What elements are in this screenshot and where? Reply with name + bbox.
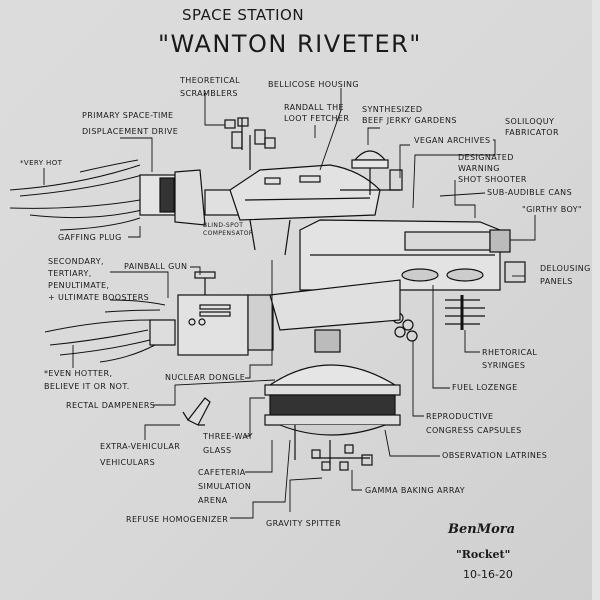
central-body <box>269 279 401 353</box>
label-vegan-archives: VEGAN ARCHIVES <box>414 136 491 145</box>
label-gaffing-plug: GAFFING PLUG <box>58 233 122 242</box>
label-observation: OBSERVATION LATRINES <box>442 451 548 460</box>
label-refuse: REFUSE HOMOGENIZER <box>126 515 229 524</box>
rhetorical-syringes <box>445 295 485 330</box>
label-bellicose-housing: BELLICOSE HOUSING <box>268 80 359 89</box>
diagram-title: "WANTON RIVETER" <box>158 30 422 58</box>
label-even-hotter: *EVEN HOTTER,BELIEVE IT OR NOT. <box>44 369 130 391</box>
theoretical-scramblers <box>224 117 276 150</box>
primary-drive <box>139 169 261 226</box>
label-girthy-boy: "GIRTHY BOY" <box>522 205 583 214</box>
label-boosters: SECONDARY,TERTIARY,PENULTIMATE,+ ULTIMAT… <box>48 257 150 302</box>
artwork-date: 10-16-20 <box>463 568 513 581</box>
label-gamma: GAMMA BAKING ARRAY <box>365 486 465 495</box>
leader-lines <box>43 88 536 519</box>
exhaust-very-hot <box>9 159 143 231</box>
beef-jerky-gardens <box>340 150 403 195</box>
booster-section <box>149 271 274 356</box>
girthy-boy-hull <box>299 219 526 291</box>
artwork-title: "Rocket" <box>456 548 511 561</box>
label-very-hot: *VERY HOT <box>20 159 63 167</box>
label-fuel-lozenge: FUEL LOZENGE <box>452 383 518 392</box>
diagram-subtitle: SPACE STATION <box>182 6 305 24</box>
saucer <box>264 364 401 465</box>
artist-signature: BenMora <box>448 522 516 537</box>
paper-edge <box>592 0 600 600</box>
gamma-baking-array <box>311 444 373 471</box>
label-painball-gun: PAINBALL GUN <box>124 262 188 271</box>
upper-hull <box>229 135 381 256</box>
exhaust-even-hotter <box>44 299 166 363</box>
label-nuclear-dongle: NUCLEAR DONGLE <box>165 373 246 382</box>
label-rectal-dampeners: RECTAL DAMPENERS <box>66 401 156 410</box>
label-gravity: GRAVITY SPITTER <box>266 519 342 528</box>
extra-vehicular-shuttle <box>182 397 211 426</box>
label-sub-audible: SUB-AUDIBLE CANS <box>487 188 573 197</box>
